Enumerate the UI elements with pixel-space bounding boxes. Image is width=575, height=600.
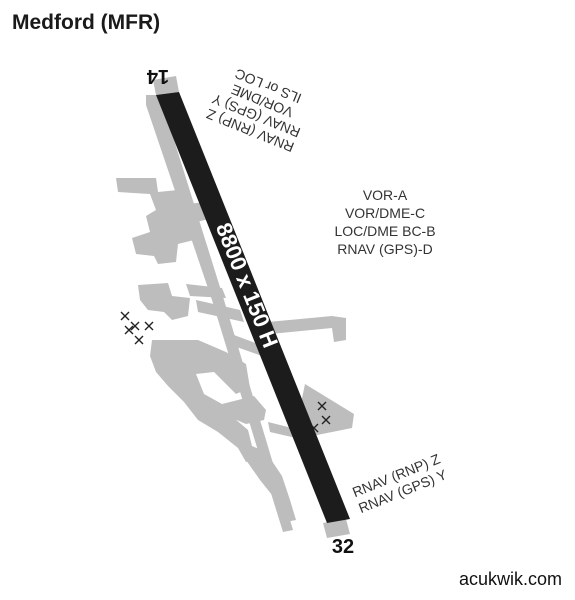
closed-markings [120, 311, 331, 433]
taxiway-connector-e [268, 422, 296, 438]
closed-x-mark [124, 325, 134, 335]
closed-x-mark [144, 321, 154, 331]
taxiway-connector-d [226, 332, 262, 356]
runway-end-32: 32 [332, 536, 354, 558]
terminal-apron [150, 340, 266, 462]
apron-east [300, 384, 354, 436]
runway-end-14: 14 [146, 65, 169, 87]
page-title: Medford (MFR) [12, 11, 160, 34]
closed-x-mark [321, 415, 331, 425]
approach-label: VOR-A [363, 187, 408, 203]
apron-northwest [116, 178, 214, 264]
east-taxiway [268, 316, 346, 342]
apron-middle [138, 283, 190, 320]
runway-14-32 [156, 92, 350, 523]
overrun-north [153, 76, 179, 95]
closed-x-mark [134, 335, 144, 345]
closed-x-mark [130, 321, 140, 331]
pavement-area [116, 76, 354, 538]
terminal-spur [222, 396, 266, 424]
approach-label: LOC/DME BC-B [334, 223, 435, 239]
approaches-rwy14: RNAV (RNP) Z RNAV (GPS) Y VOR/DME ILS or… [204, 66, 304, 156]
footer-source: acukwik.com [459, 569, 562, 589]
approach-label: VOR/DME-C [345, 205, 425, 221]
overrun-south [323, 519, 350, 538]
closed-x-mark [120, 311, 130, 321]
closed-x-mark [317, 401, 327, 411]
approach-label: RNAV (GPS)-D [337, 241, 432, 257]
approaches-circling: VOR-A VOR/DME-C LOC/DME BC-B RNAV (GPS)-… [334, 187, 435, 257]
apron-south [246, 458, 296, 522]
taxiway-connector-c [196, 300, 244, 322]
taxiway-connector-b [186, 284, 226, 298]
approaches-rwy32: RNAV (RNP) Z RNAV (GPS) Y [350, 450, 450, 516]
